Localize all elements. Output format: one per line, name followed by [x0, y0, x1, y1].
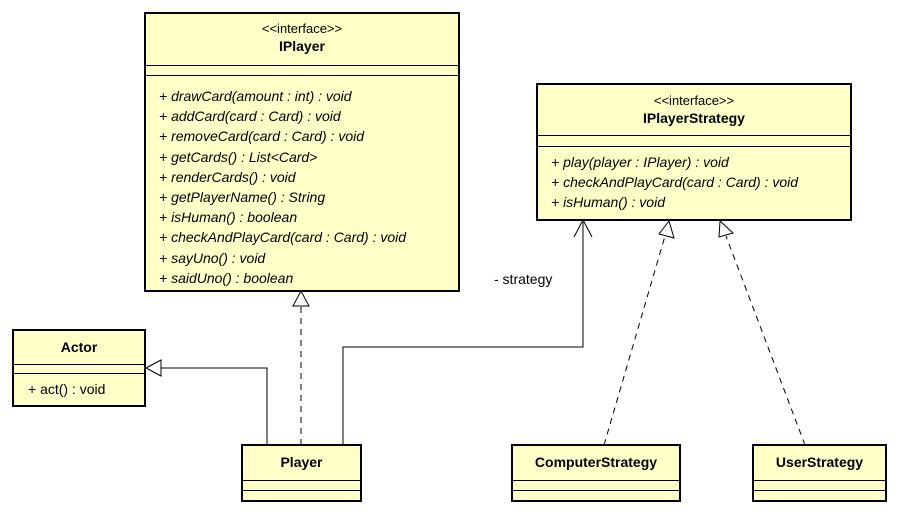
iplayerstrategy-operations: + play(player : IPlayer) : void + checkA…: [538, 146, 850, 213]
operation: + saidUno() : boolean: [159, 269, 294, 286]
operation: + isHuman() : void: [551, 194, 665, 211]
association-label: - strategy: [494, 271, 553, 287]
operation: + act() : void: [28, 381, 106, 397]
iplayer-realization-arrowhead: [292, 289, 310, 307]
computerstrategy-class-box[interactable]: ComputerStrategy: [511, 444, 681, 502]
iplayerstrategy-stereotype: <<interface>>: [653, 93, 735, 108]
operation: + renderCards() : void: [159, 168, 296, 185]
operation: + removeCard(card : Card) : void: [159, 128, 365, 145]
operation: + getPlayerName() : String: [159, 189, 326, 206]
player-class-box[interactable]: Player: [241, 444, 362, 502]
iplayerstrategy-name: IPlayerStrategy: [643, 110, 745, 126]
operation: + getCards() : List<Card>: [159, 148, 318, 165]
operation: + sayUno() : void: [159, 249, 266, 266]
operation: + checkAndPlayCard(card : Card) : void: [159, 229, 407, 246]
operation: + isHuman() : boolean: [159, 209, 298, 226]
actor-class-box[interactable]: Actor + act() : void: [12, 329, 146, 407]
actor-name: Actor: [60, 339, 98, 355]
computerstrategy-name: ComputerStrategy: [534, 454, 658, 470]
iplayer-class-box[interactable]: <<interface>> IPlayer + drawCard(amount …: [144, 12, 460, 292]
actor-generalization-arrowhead: [144, 359, 162, 377]
userstrategy-name: UserStrategy: [775, 454, 864, 470]
userstrategy-realization-arrowhead: [718, 219, 734, 238]
iplayer-operations: + drawCard(amount : int) : void + addCar…: [146, 75, 458, 288]
iplayer-stereotype: <<interface>>: [261, 21, 343, 36]
userstrategy-realizes-line: [725, 235, 806, 446]
userstrategy-class-box[interactable]: UserStrategy: [752, 444, 887, 502]
computerstrategy-realizes-line: [603, 235, 666, 446]
player-strategy-association-line: [342, 222, 584, 445]
operation: + play(player : IPlayer) : void: [551, 154, 729, 170]
computerstrategy-realization-arrowhead: [658, 219, 675, 239]
operation: + checkAndPlayCard(card : Card) : void: [551, 174, 799, 191]
actor-operations: + act() : void: [14, 373, 144, 399]
iplayer-name: IPlayer: [279, 38, 325, 54]
operation: + drawCard(amount : int) : void: [159, 88, 352, 104]
player-name: Player: [280, 454, 323, 470]
player-extends-actor-line: [161, 367, 268, 445]
iplayerstrategy-class-box[interactable]: <<interface>> IPlayerStrategy + play(pla…: [536, 83, 852, 221]
operation: + addCard(card : Card) : void: [159, 108, 341, 125]
